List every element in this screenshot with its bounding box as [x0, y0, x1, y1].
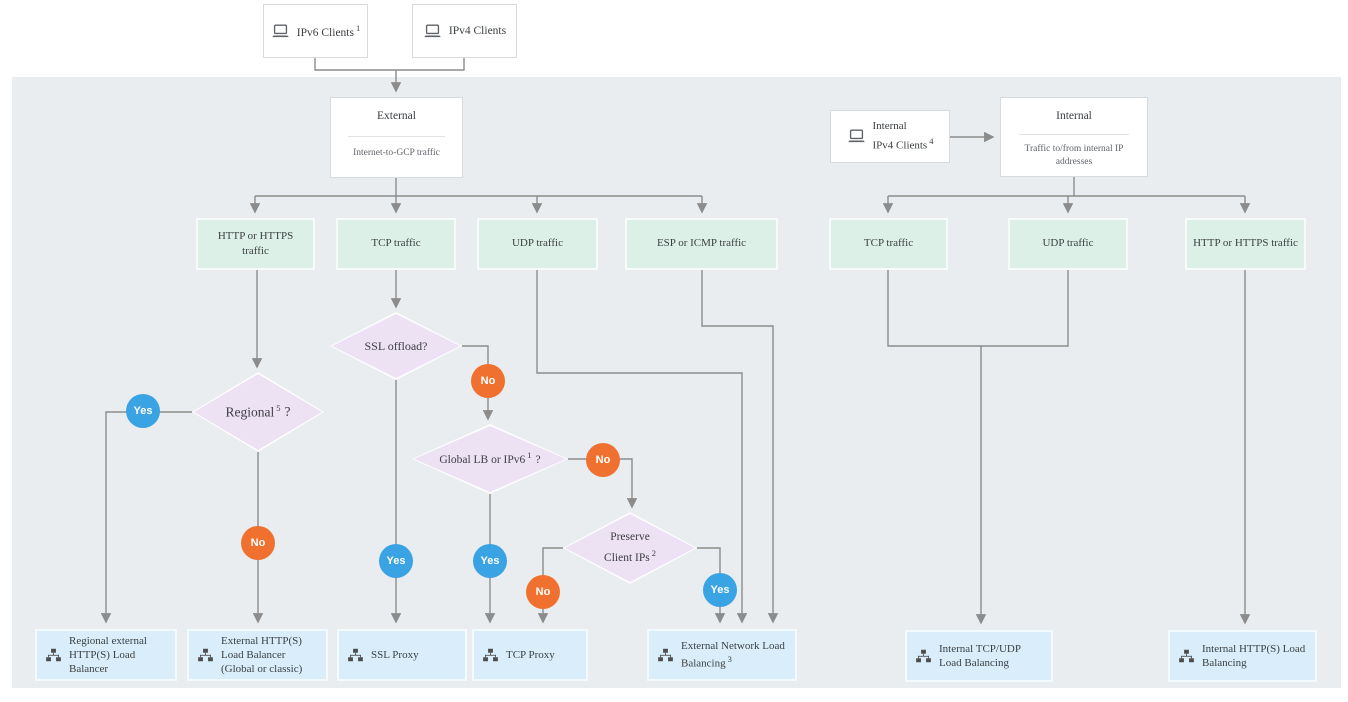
load-balancer-icon	[45, 647, 62, 664]
flow-line	[701, 270, 779, 624]
traffic-box-ext-tcp: TCP traffic	[336, 218, 456, 270]
load-balancer-icon	[482, 647, 499, 664]
divider	[1019, 134, 1129, 135]
result-internal-https-lb: Internal HTTP(S) Load Balancing	[1168, 630, 1317, 682]
footnote-ref: 4	[929, 135, 934, 146]
no-badge-global-lb: No	[586, 443, 620, 477]
decision-label: SSL offload?	[364, 339, 428, 353]
flow-line	[100, 411, 192, 624]
footnote-ref: 1	[355, 23, 361, 34]
ipv4-clients-label: IPv4 Clients	[448, 25, 507, 37]
traffic-label: UDP traffic	[511, 237, 563, 250]
internal-group-box: Internal Traffic to/from internal IP add…	[1000, 97, 1148, 177]
traffic-label: TCP traffic	[371, 237, 421, 250]
result-tcp-proxy: TCP Proxy	[472, 629, 588, 681]
traffic-label: HTTP or HTTPS traffic	[217, 229, 294, 257]
traffic-box-int-tcp: TCP traffic	[829, 218, 948, 270]
load-balancer-icon	[657, 647, 674, 664]
result-internal-tcp-udp-lb: Internal TCP/UDP Load Balancing	[905, 630, 1053, 682]
yes-badge-global-lb: Yes	[473, 544, 507, 578]
decision-label-line2: Client IPs	[604, 551, 650, 564]
no-badge-ssl-offload: No	[471, 364, 505, 398]
load-balancer-icon	[197, 647, 214, 664]
footnote-ref: 1	[527, 449, 532, 460]
result-label: External HTTP(S) Load Balancer (Global o…	[221, 634, 303, 676]
result-label: SSL Proxy	[371, 648, 419, 661]
result-ssl-proxy: SSL Proxy	[337, 629, 467, 681]
footnote-ref: 3	[727, 653, 732, 664]
decision-label: Regional	[225, 404, 275, 420]
traffic-box-ext-udp: UDP traffic	[477, 218, 598, 270]
load-balancer-icon	[347, 647, 364, 664]
yes-badge-preserve: Yes	[703, 573, 737, 607]
no-badge-preserve: No	[526, 575, 560, 609]
traffic-label: TCP traffic	[863, 237, 914, 250]
no-badge-regional: No	[241, 526, 275, 560]
traffic-box-ext-http: HTTP or HTTPS traffic	[196, 218, 315, 270]
laptop-icon	[423, 24, 442, 39]
load-balancer-icon	[915, 648, 932, 665]
flow-line	[887, 270, 1069, 347]
ipv4-clients-box: IPv4 Clients	[412, 4, 517, 58]
traffic-box-ext-esp-icmp: ESP or ICMP traffic	[625, 218, 778, 270]
decision-label-line1: Preserve	[610, 531, 650, 544]
traffic-label: UDP traffic	[1042, 237, 1094, 250]
result-label: TCP Proxy	[506, 648, 555, 661]
laptop-icon	[271, 24, 290, 39]
external-group-subtitle: Internet-to-GCP traffic	[353, 148, 440, 158]
internal-clients-line2: IPv4 Clients	[872, 139, 928, 152]
traffic-label: HTTP or HTTPS traffic	[1193, 237, 1298, 250]
traffic-label: ESP or ICMP traffic	[656, 237, 747, 250]
external-group-title: External	[377, 110, 416, 122]
decision-suffix: ?	[284, 404, 291, 420]
decision-suffix: ?	[535, 453, 541, 466]
result-label: External Network Load Balancing	[681, 640, 785, 670]
result-label: Internal TCP/UDP Load Balancing	[939, 642, 1021, 669]
result-label: Regional external HTTP(S) Load Balancer	[69, 634, 147, 676]
traffic-box-int-udp: UDP traffic	[1008, 218, 1128, 270]
result-regional-external-https-lb: Regional external HTTP(S) Load Balancer	[35, 629, 177, 681]
footnote-ref: 2	[651, 547, 656, 558]
load-balancer-icon	[1178, 648, 1195, 665]
yes-badge-regional: Yes	[126, 394, 160, 428]
internal-group-title: Internal	[1056, 110, 1092, 122]
internal-clients-line1: Internal	[872, 119, 907, 132]
divider	[347, 136, 446, 137]
flow-line	[314, 58, 465, 71]
diagram-background-panel	[12, 77, 1341, 688]
footnote-ref: 5	[276, 402, 281, 413]
decision-label: Global LB or IPv6	[439, 453, 526, 466]
ipv6-clients-label: IPv6 Clients	[296, 26, 354, 39]
laptop-icon	[847, 129, 866, 144]
external-group-box: External Internet-to-GCP traffic	[330, 97, 463, 178]
result-label: Internal HTTP(S) Load Balancing	[1202, 642, 1306, 669]
traffic-box-int-http: HTTP or HTTPS traffic	[1185, 218, 1306, 270]
yes-badge-ssl-offload: Yes	[379, 544, 413, 578]
flow-line	[536, 270, 748, 624]
internal-group-subtitle: Traffic to/from internal IP addresses	[1024, 144, 1124, 168]
result-external-https-lb: External HTTP(S) Load Balancer (Global o…	[187, 629, 328, 681]
